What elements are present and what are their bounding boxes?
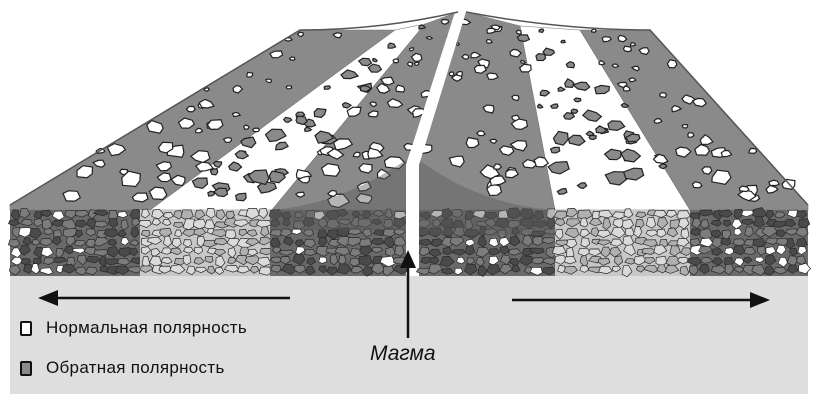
pebble — [150, 187, 167, 199]
pebble — [769, 180, 779, 185]
pebble — [517, 35, 529, 42]
pebble — [571, 109, 577, 113]
pebble — [659, 164, 667, 169]
pebble — [359, 164, 372, 173]
pebble — [589, 135, 596, 139]
pebble — [210, 169, 217, 175]
pebble — [654, 119, 662, 124]
pebble — [688, 133, 694, 138]
crust-cell — [799, 263, 811, 273]
pebble — [286, 86, 291, 89]
pebble — [592, 29, 597, 32]
pebble — [539, 29, 544, 32]
pebble — [441, 20, 448, 25]
pebble — [408, 62, 413, 66]
crust-cell — [225, 230, 236, 239]
crust-cell — [395, 246, 404, 256]
legend-item-normal: Нормальная полярность — [20, 318, 247, 338]
pebble — [740, 186, 749, 192]
pebble — [186, 106, 195, 112]
pebble — [253, 128, 260, 132]
crust-cell — [32, 240, 40, 246]
pebble — [204, 88, 209, 91]
pebble — [490, 139, 497, 143]
pebble — [466, 138, 479, 148]
pebble — [270, 51, 283, 58]
pebble — [449, 72, 454, 76]
pebble — [298, 32, 304, 36]
pebble — [487, 73, 498, 79]
pebble — [266, 79, 272, 83]
crust-cell — [109, 240, 117, 246]
pebble — [574, 98, 581, 102]
pebble — [224, 138, 232, 143]
pebble — [512, 115, 520, 120]
pebble — [196, 128, 203, 133]
normal-polarity-swatch — [20, 321, 32, 336]
reversed-polarity-swatch — [20, 361, 32, 376]
pebble — [566, 62, 574, 68]
pebble — [667, 60, 676, 68]
pebble — [388, 43, 395, 48]
pebble — [236, 193, 246, 200]
legend-label-reversed: Обратная полярность — [46, 358, 225, 378]
pebble — [487, 40, 493, 44]
pebble — [487, 28, 496, 33]
legend-label-normal: Нормальная полярность — [46, 318, 247, 338]
pebble — [427, 37, 433, 40]
pebble — [512, 95, 519, 101]
pebble — [322, 164, 340, 177]
pebble — [396, 85, 405, 92]
pebble — [660, 93, 667, 98]
pebble — [324, 86, 330, 89]
pebble — [702, 167, 712, 175]
legend-item-reversed: Обратная полярность — [20, 358, 225, 378]
pebble — [244, 125, 249, 129]
pebble — [419, 25, 425, 29]
pebble — [477, 131, 485, 136]
pebble — [629, 78, 636, 82]
magma-label: Магма — [370, 342, 436, 366]
pebble — [749, 148, 757, 153]
pebble — [536, 54, 546, 61]
pebble — [296, 116, 307, 125]
pebble — [516, 30, 521, 34]
pebble — [494, 164, 502, 170]
pebble — [682, 125, 687, 128]
pebble — [564, 113, 575, 120]
pebble — [561, 40, 565, 42]
pebble — [631, 43, 636, 46]
pebble — [692, 182, 702, 188]
pebble — [290, 57, 295, 60]
pebble — [624, 46, 632, 52]
pebble — [63, 191, 80, 201]
pebble — [551, 147, 560, 153]
pebble — [410, 48, 414, 51]
pebble — [247, 72, 253, 77]
pebble — [296, 192, 305, 197]
pebble — [393, 59, 398, 63]
pebble — [414, 62, 419, 65]
pebble — [612, 64, 618, 67]
